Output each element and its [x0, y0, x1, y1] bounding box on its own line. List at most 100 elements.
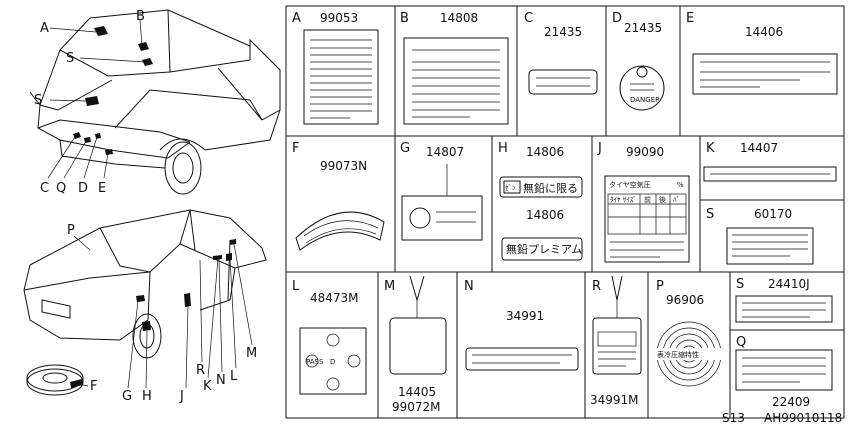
- cell-b-part: 14808: [440, 11, 478, 25]
- cell-p-part: 96906: [666, 293, 704, 307]
- callout-q: Q: [56, 181, 66, 196]
- cell-k: K 14407: [703, 141, 837, 182]
- callout-m: M: [246, 346, 257, 361]
- cell-s-60170: S 60170: [706, 207, 814, 265]
- cell-a-letter: A: [292, 11, 301, 26]
- cell-h: H 14806 ｾﾞﾝ 無鉛に限る 14806 無鉛プレミアム: [498, 141, 583, 261]
- cell-j: J 99090 タイヤ空気圧 % ﾀｲﾔ ｻｲｽﾞ 前 後 ﾊﾟ: [597, 141, 690, 263]
- cell-q: Q 22409: [735, 335, 833, 409]
- cell-l-letter: L: [292, 279, 300, 294]
- cell-d-danger: DANGER: [630, 96, 660, 104]
- callout-r: R: [196, 363, 205, 378]
- cell-q-letter: Q: [736, 335, 746, 350]
- callout-g: G: [122, 389, 132, 404]
- cell-d-letter: D: [612, 11, 622, 26]
- rear-callouts: P M L N K R J H G F: [67, 223, 257, 404]
- cell-s1-part: 60170: [754, 207, 792, 221]
- callout-n: N: [216, 373, 226, 388]
- parts-grid: [285, 5, 845, 419]
- rear-leader-lines: [73, 235, 253, 389]
- cell-n: N 34991: [464, 279, 579, 371]
- cell-h-letter: H: [498, 141, 508, 156]
- cell-b-letter: B: [400, 11, 409, 26]
- cell-j-unit: %: [677, 181, 684, 189]
- cell-n-part: 34991: [506, 309, 544, 323]
- cell-j-letter: J: [597, 141, 602, 156]
- callout-k: K: [203, 379, 212, 394]
- cell-m-part: 14405: [398, 385, 436, 399]
- cell-l-part: 48473M: [310, 291, 359, 305]
- cell-h-part: 14806: [526, 145, 564, 159]
- callout-f: F: [90, 379, 97, 394]
- cell-d-part: 21435: [624, 21, 662, 35]
- callout-e: E: [98, 181, 106, 196]
- cell-k-part: 14407: [740, 141, 778, 155]
- callout-s-hood: S: [66, 51, 74, 66]
- front-callouts: A B S S C Q D E: [34, 9, 145, 196]
- cell-f: F 99073N: [292, 141, 385, 251]
- cell-h-badge: ｾﾞﾝ: [505, 184, 516, 192]
- cell-b: B 14808: [400, 11, 509, 125]
- cell-l: L 48473M PASS D: [292, 279, 367, 395]
- cell-a: A 99053: [292, 11, 379, 125]
- cell-e-part: 14406: [745, 25, 783, 39]
- cell-m-part2: 99072M: [392, 400, 441, 414]
- cell-j-head1: ﾀｲﾔ ｻｲｽﾞ: [610, 196, 637, 204]
- front-car-label-marks: [73, 26, 153, 155]
- cell-c-part: 21435: [544, 25, 582, 39]
- callout-b: B: [136, 9, 145, 24]
- cell-e-letter: E: [686, 11, 694, 26]
- cell-f-part: 99073N: [320, 159, 367, 173]
- cell-s-24410j: S 24410J: [735, 277, 833, 323]
- cell-l-d: D: [330, 358, 335, 366]
- cell-g: G 14807: [400, 141, 483, 241]
- cell-j-head3: 後: [659, 195, 666, 204]
- cell-k-letter: K: [706, 141, 715, 156]
- cell-s2-letter: S: [736, 277, 744, 292]
- cell-q-part: 22409: [772, 395, 810, 409]
- callout-s-body: S: [34, 93, 42, 108]
- callout-p: P: [67, 223, 75, 238]
- cell-p: P 96906 表冷圧縮特性: [655, 279, 723, 387]
- cell-m: M 14405 99072M: [384, 275, 447, 414]
- footer-code: AH99010118: [764, 411, 842, 425]
- cell-a-part: 99053: [320, 11, 358, 25]
- cell-j-part: 99090: [626, 145, 664, 159]
- callout-l: L: [230, 369, 238, 384]
- footer-page: S13: [722, 411, 745, 425]
- cell-j-title: タイヤ空気圧: [609, 180, 651, 189]
- cell-r-part: 34991M: [590, 393, 639, 407]
- cell-c-letter: C: [524, 11, 533, 26]
- cell-h-part2: 14806: [526, 208, 564, 222]
- cell-n-letter: N: [464, 279, 474, 294]
- cell-g-letter: G: [400, 141, 410, 156]
- footer: S13 AH99010118: [722, 411, 842, 425]
- cell-g-part: 14807: [426, 145, 464, 159]
- cell-f-letter: F: [292, 141, 299, 156]
- cell-r-letter: R: [592, 279, 601, 294]
- cell-j-head2: 前: [644, 195, 651, 204]
- front-leader-lines: [47, 19, 147, 179]
- callout-h: H: [142, 389, 152, 404]
- cell-l-pass: PASS: [306, 358, 324, 366]
- cell-h-text1: 無鉛に限る: [523, 181, 578, 195]
- cell-j-head4: ﾊﾟ: [673, 196, 680, 204]
- cell-r: R 34991M: [590, 275, 642, 407]
- cell-m-letter: M: [384, 279, 395, 294]
- callout-a: A: [40, 21, 49, 36]
- callout-d: D: [78, 181, 88, 196]
- cell-h-text2: 無鉛プレミアム: [506, 242, 582, 256]
- callout-c: C: [40, 181, 49, 196]
- cell-p-letter: P: [656, 279, 664, 294]
- spare-tire-illustration: [26, 364, 84, 396]
- callout-j: J: [179, 389, 184, 404]
- cell-s2-part: 24410J: [768, 277, 810, 291]
- cell-p-text: 表冷圧縮特性: [657, 350, 699, 359]
- cell-d: D 21435 DANGER: [612, 11, 665, 111]
- cell-s1-letter: S: [706, 207, 714, 222]
- cell-c: C 21435: [524, 11, 598, 95]
- car-illustration-rear: [23, 209, 267, 359]
- rear-car-label-marks: [136, 239, 236, 331]
- cell-e: E 14406: [686, 11, 838, 95]
